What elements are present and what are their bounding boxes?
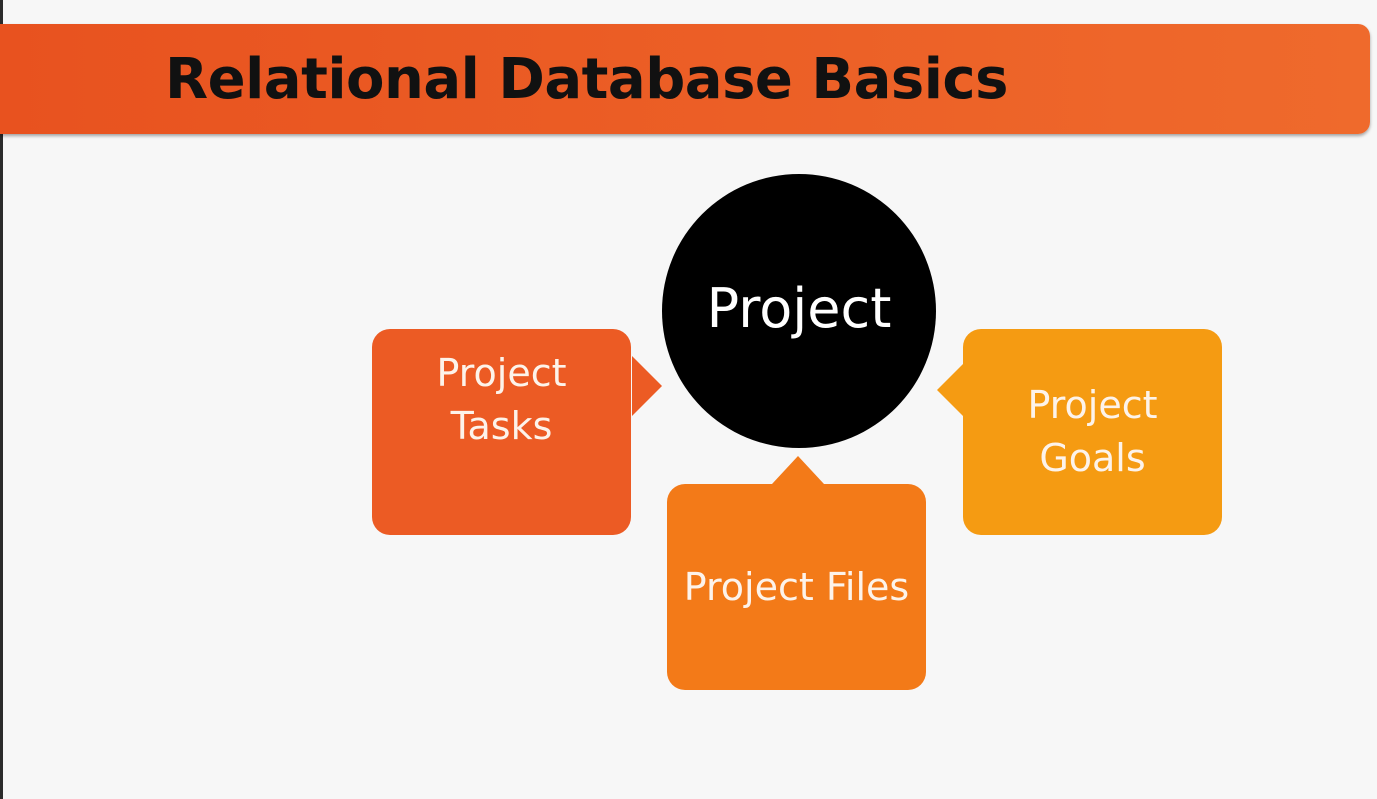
slide-title: Relational Database Basics [165,46,1008,112]
connector-goals-arrow [937,362,965,418]
connector-tasks-arrow [632,356,662,416]
title-banner: Relational Database Basics [0,24,1370,134]
node-label-line: Goals [1039,436,1146,480]
slide-edge [0,0,3,799]
node-project-goals: Project Goals [963,329,1222,535]
node-label-line: Project [1027,383,1158,427]
hub-project: Project [662,174,936,448]
node-label-line: Project [436,351,567,395]
node-label-line: Project Files [683,564,910,609]
node-project-files: Project Files [667,484,926,690]
hub-label: Project [706,276,892,340]
node-label-line: Tasks [450,404,553,448]
connector-files-arrow [772,456,824,484]
node-project-tasks: Project Tasks [372,329,631,535]
